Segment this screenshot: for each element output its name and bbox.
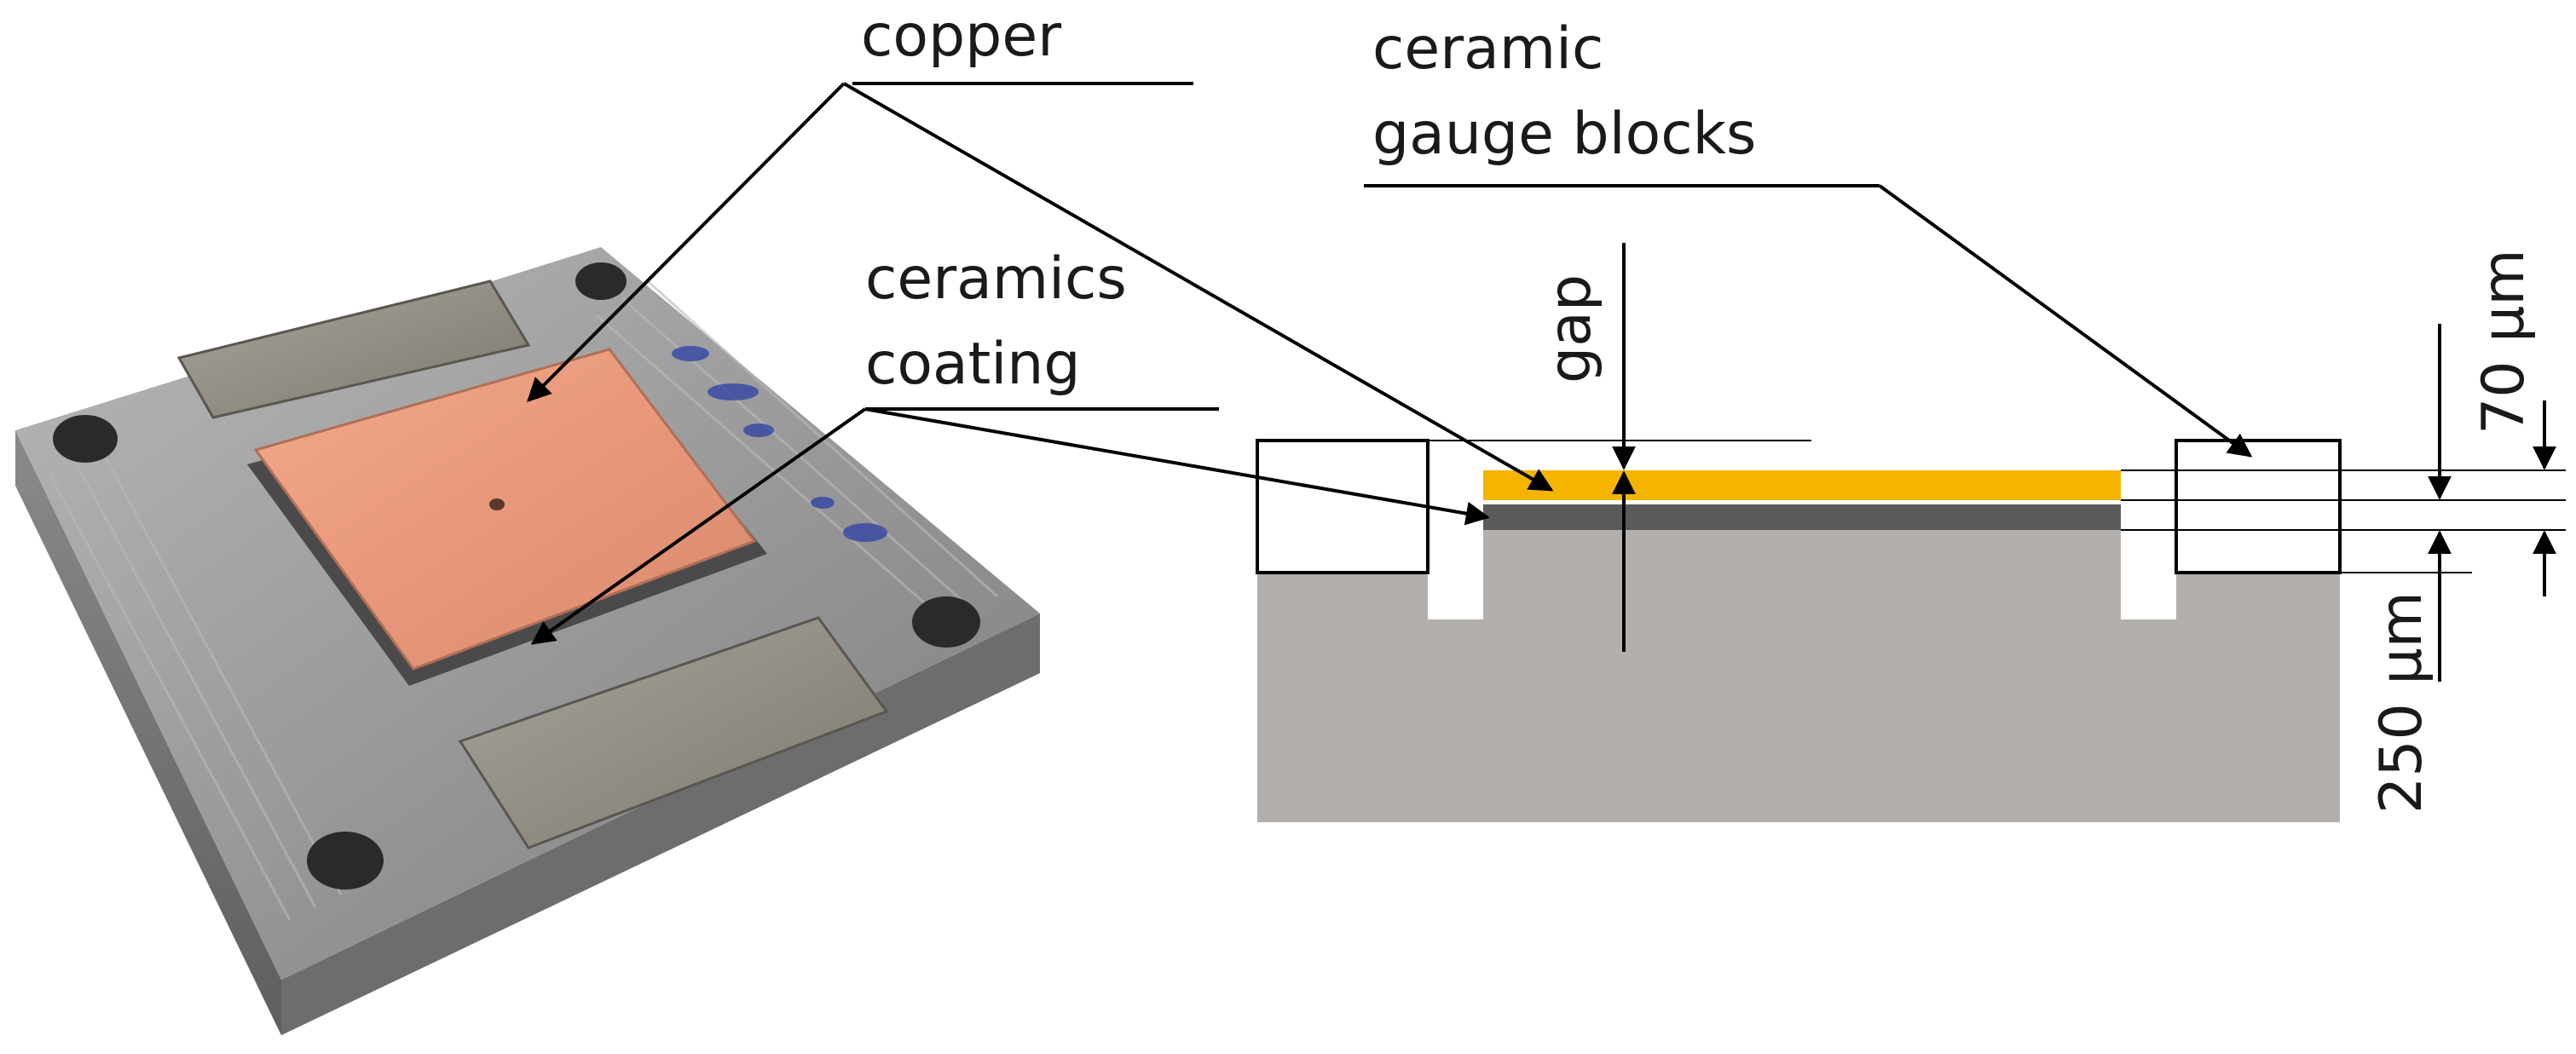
gauge-block-photo-top xyxy=(176,279,531,419)
cross-section-schematic xyxy=(1256,243,2566,822)
ceramics-coating-layer xyxy=(1483,504,2121,530)
reference-lines xyxy=(1428,440,2566,573)
label-ceramics: ceramics xyxy=(865,245,1127,313)
mounting-hole xyxy=(575,262,627,300)
device-photo xyxy=(15,247,1040,1035)
label-copper: copper xyxy=(861,3,1061,70)
gauge-block-photo-bottom xyxy=(458,616,889,850)
mounting-hole xyxy=(307,832,384,890)
label-coating: coating xyxy=(865,331,1080,398)
leader-lines xyxy=(527,82,2253,645)
label-gauge-blocks: gauge blocks xyxy=(1372,101,1756,168)
mounting-hole xyxy=(53,415,118,463)
substrate xyxy=(1257,530,2340,822)
steel-block-front-side xyxy=(15,430,281,1035)
marker-smudges xyxy=(672,346,887,542)
copper-layer xyxy=(1483,470,2121,500)
copper-plate-photo xyxy=(253,348,757,671)
gauge-block-right xyxy=(2175,439,2342,574)
copper-center-hole xyxy=(489,498,505,510)
label-ceramic: ceramic xyxy=(1372,15,1603,83)
mounting-hole xyxy=(912,596,980,648)
gauge-block-left xyxy=(1256,439,1430,574)
label-250um: 250 µm xyxy=(2368,591,2435,814)
machining-grooves xyxy=(49,279,999,921)
label-70um: 70 µm xyxy=(2470,249,2538,435)
label-gap: gap xyxy=(1537,274,1604,383)
